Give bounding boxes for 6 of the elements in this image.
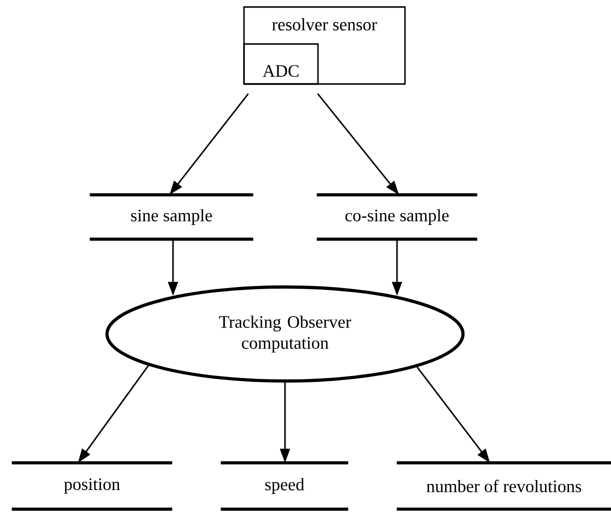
data-store: speed — [220, 461, 348, 511]
data-store: sine sample — [90, 193, 254, 241]
data-store: position — [12, 461, 172, 511]
data-store: number of revolutions — [396, 461, 611, 511]
adc-box: ADC — [243, 43, 319, 85]
data-store: co-sine sample — [316, 193, 478, 241]
